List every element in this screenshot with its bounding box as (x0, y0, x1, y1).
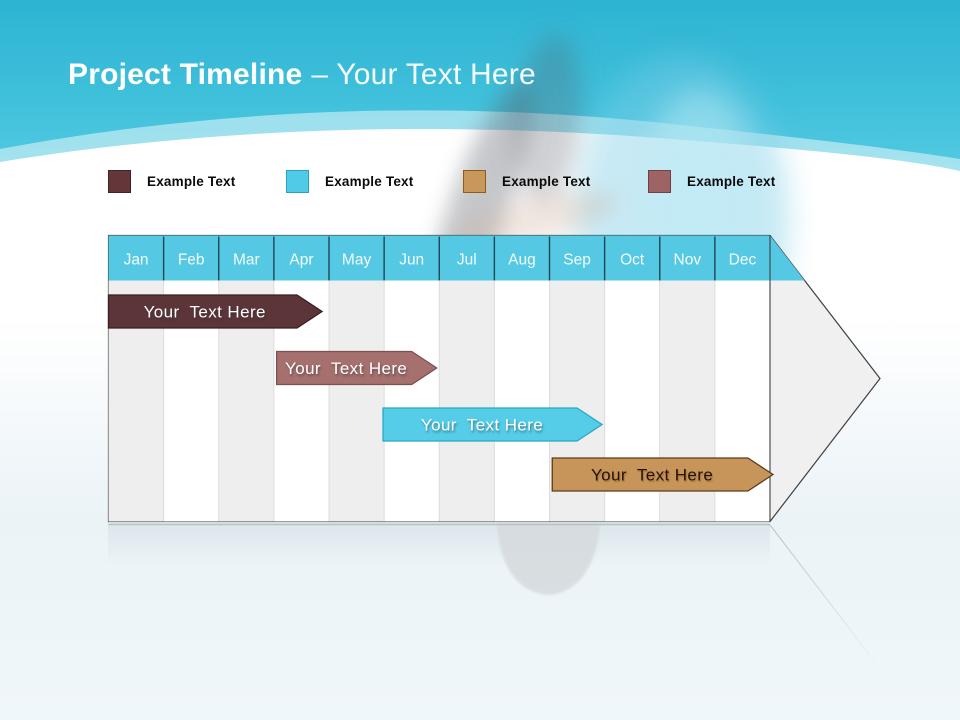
legend-item-3[interactable]: Example Text (463, 169, 590, 193)
month-label: Nov (674, 252, 702, 269)
month-column (384, 280, 440, 522)
timeline-bar[interactable] (107, 294, 324, 329)
legend-swatch-3 (463, 169, 486, 193)
legend-item-4[interactable]: Example Text (648, 169, 775, 193)
month-label: Feb (178, 252, 205, 269)
legend-swatch-4 (648, 169, 671, 193)
title-bold: Project Timeline (68, 58, 303, 91)
legend-item-1[interactable]: Example Text (108, 169, 235, 193)
legend-item-2[interactable]: Example Text (286, 169, 413, 193)
slide-title[interactable]: Project Timeline– Your Text Here (68, 58, 536, 92)
timeline-bar-label: Your Text Here (421, 416, 543, 435)
month-label: May (342, 252, 372, 269)
month-label: Sep (563, 252, 591, 269)
legend-label: Example Text (502, 173, 591, 189)
month-label: Jun (399, 252, 424, 269)
month-label: Jan (124, 252, 149, 269)
timeline-bar[interactable] (551, 457, 775, 492)
month-label: Jul (457, 252, 477, 269)
month-column (329, 280, 385, 522)
legend-label: Example Text (325, 173, 414, 189)
table-reflection (108, 523, 879, 667)
title-light: – Your Text Here (311, 58, 536, 91)
legend-swatch-2 (286, 169, 309, 193)
month-column (494, 280, 550, 522)
legend-swatch-1 (108, 169, 131, 193)
timeline-bar-label: Your Text Here (591, 466, 713, 485)
month-header-dividers (162, 236, 716, 281)
month-labels: Jan Feb Mar Apr May Jun Jul Aug Sep Oct Nov Dec (124, 252, 757, 269)
timeline-bar-label: Your Text Here (144, 303, 266, 322)
timeline-bar-label: Your Text Here (285, 359, 407, 378)
legend-label: Example Text (687, 173, 776, 189)
arrow-reflection-line (769, 524, 879, 667)
month-label: Aug (508, 252, 536, 269)
timeline-bar[interactable] (275, 350, 438, 386)
month-label: Apr (289, 252, 313, 269)
month-label: Mar (233, 252, 260, 269)
month-column (439, 280, 495, 522)
month-label: Oct (620, 252, 645, 269)
reflection-fade (108, 523, 770, 567)
month-label: Dec (729, 252, 757, 269)
legend-label: Example Text (147, 173, 236, 189)
timeline-bar[interactable] (382, 407, 604, 442)
figure-reflection-blob (497, 524, 600, 595)
